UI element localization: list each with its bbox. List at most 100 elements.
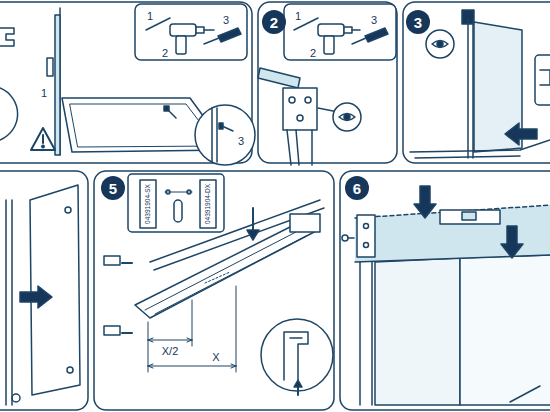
part-code-inset [165, 192, 192, 193]
profile-section-inset [284, 332, 308, 380]
sliding-rail [247, 230, 259, 240]
tools-inset [365, 28, 388, 42]
glass-panel-insert [6, 185, 80, 405]
sliding-rail [104, 200, 324, 335]
callout-number: 1 [41, 88, 47, 99]
detail-inset [212, 108, 217, 162]
top-frame-levelling [360, 262, 372, 405]
panel-frame [94, 171, 334, 410]
wall-bracket [287, 130, 312, 165]
top-frame-levelling [460, 255, 550, 405]
fixed-glass-install [535, 55, 550, 105]
step-number: 3 [406, 10, 430, 34]
dimension-label: X/2 [162, 346, 179, 357]
top-frame-levelling [440, 210, 500, 224]
inspect-eye [426, 30, 454, 58]
callout-number: 2 [162, 48, 168, 59]
sliding-rail [122, 262, 132, 264]
fixed-glass-install [505, 123, 537, 145]
wall-bracket [283, 88, 317, 130]
top-frame-levelling [501, 226, 523, 258]
step-number: 5 [101, 176, 125, 200]
top-frame-levelling [510, 386, 540, 402]
tools-inset [284, 4, 396, 60]
tools-inset [284, 4, 396, 60]
inspect-eye [426, 30, 454, 58]
callout-number: 2 [310, 48, 316, 59]
glass-panel-insert [65, 207, 71, 213]
fixed-glass-install [410, 10, 550, 158]
dimension-lines [148, 338, 192, 342]
part-code-inset [166, 190, 170, 194]
warning-symbol [31, 128, 55, 150]
part-code-inset [128, 174, 224, 232]
wall-profile-install [164, 106, 169, 111]
dimension-label: X [212, 352, 219, 363]
top-frame-levelling [414, 186, 436, 218]
part-code-inset [174, 200, 182, 222]
wall-profile-install [55, 15, 60, 155]
wall-profile-install [0, 88, 18, 140]
part-code-inset [128, 174, 224, 232]
top-frame-levelling [342, 235, 348, 241]
detail-inset [195, 105, 255, 165]
tools-inset [324, 36, 334, 54]
inspect-eye [437, 41, 443, 47]
detail-inset [219, 123, 223, 129]
inspect-eye [339, 114, 355, 121]
warning-symbol [31, 128, 55, 150]
wall-profile-install [47, 58, 53, 76]
tools-inset [352, 29, 360, 31]
sliding-rail [252, 208, 254, 232]
sliding-rail [135, 222, 318, 318]
wall-bracket [289, 97, 295, 103]
part-code: 04391904-DX [205, 184, 212, 224]
tools-inset [135, 4, 247, 60]
wall-bracket [258, 68, 300, 88]
inspect-eye [333, 103, 361, 131]
panel-frame [258, 2, 397, 163]
part-code: 04391904-SX [145, 184, 152, 224]
glass-panel-insert [6, 200, 12, 405]
tools-inset [352, 38, 366, 44]
callout-number: 3 [238, 136, 244, 147]
tools-inset [176, 36, 186, 54]
dimension-lines [148, 340, 236, 366]
top-frame-levelling [364, 224, 369, 229]
warning-symbol [42, 145, 44, 147]
tools-inset [196, 27, 204, 33]
tools-inset [344, 27, 352, 33]
tools-inset [170, 24, 196, 36]
callout-number: 3 [371, 15, 377, 26]
part-code-inset [200, 180, 216, 228]
top-frame-levelling [462, 212, 476, 220]
glass-panel-insert [12, 394, 20, 402]
step-number-text: 2 [270, 14, 278, 31]
tools-inset [218, 28, 241, 42]
tools-inset [135, 4, 247, 60]
dimension-lines [148, 286, 236, 372]
top-frame-levelling [342, 186, 550, 405]
wall-profile-install [0, 28, 14, 46]
fixed-glass-install [410, 140, 550, 152]
sliding-rail [122, 332, 132, 334]
dimension-lines [148, 364, 236, 368]
top-frame-levelling [375, 258, 460, 405]
top-frame-levelling [357, 215, 375, 257]
fixed-glass-install [540, 70, 550, 85]
fixed-glass-install [468, 20, 473, 158]
sliding-rail [205, 272, 230, 283]
wall-bracket [258, 68, 341, 165]
profile-section-inset [294, 380, 302, 387]
part-code-inset [140, 180, 156, 228]
profile-section-inset [261, 319, 333, 395]
panel-frame [340, 171, 550, 410]
detail-inset [195, 105, 255, 165]
panel-frame [403, 2, 550, 163]
profile-section-inset [261, 319, 333, 391]
step-number-text: 3 [414, 14, 422, 31]
